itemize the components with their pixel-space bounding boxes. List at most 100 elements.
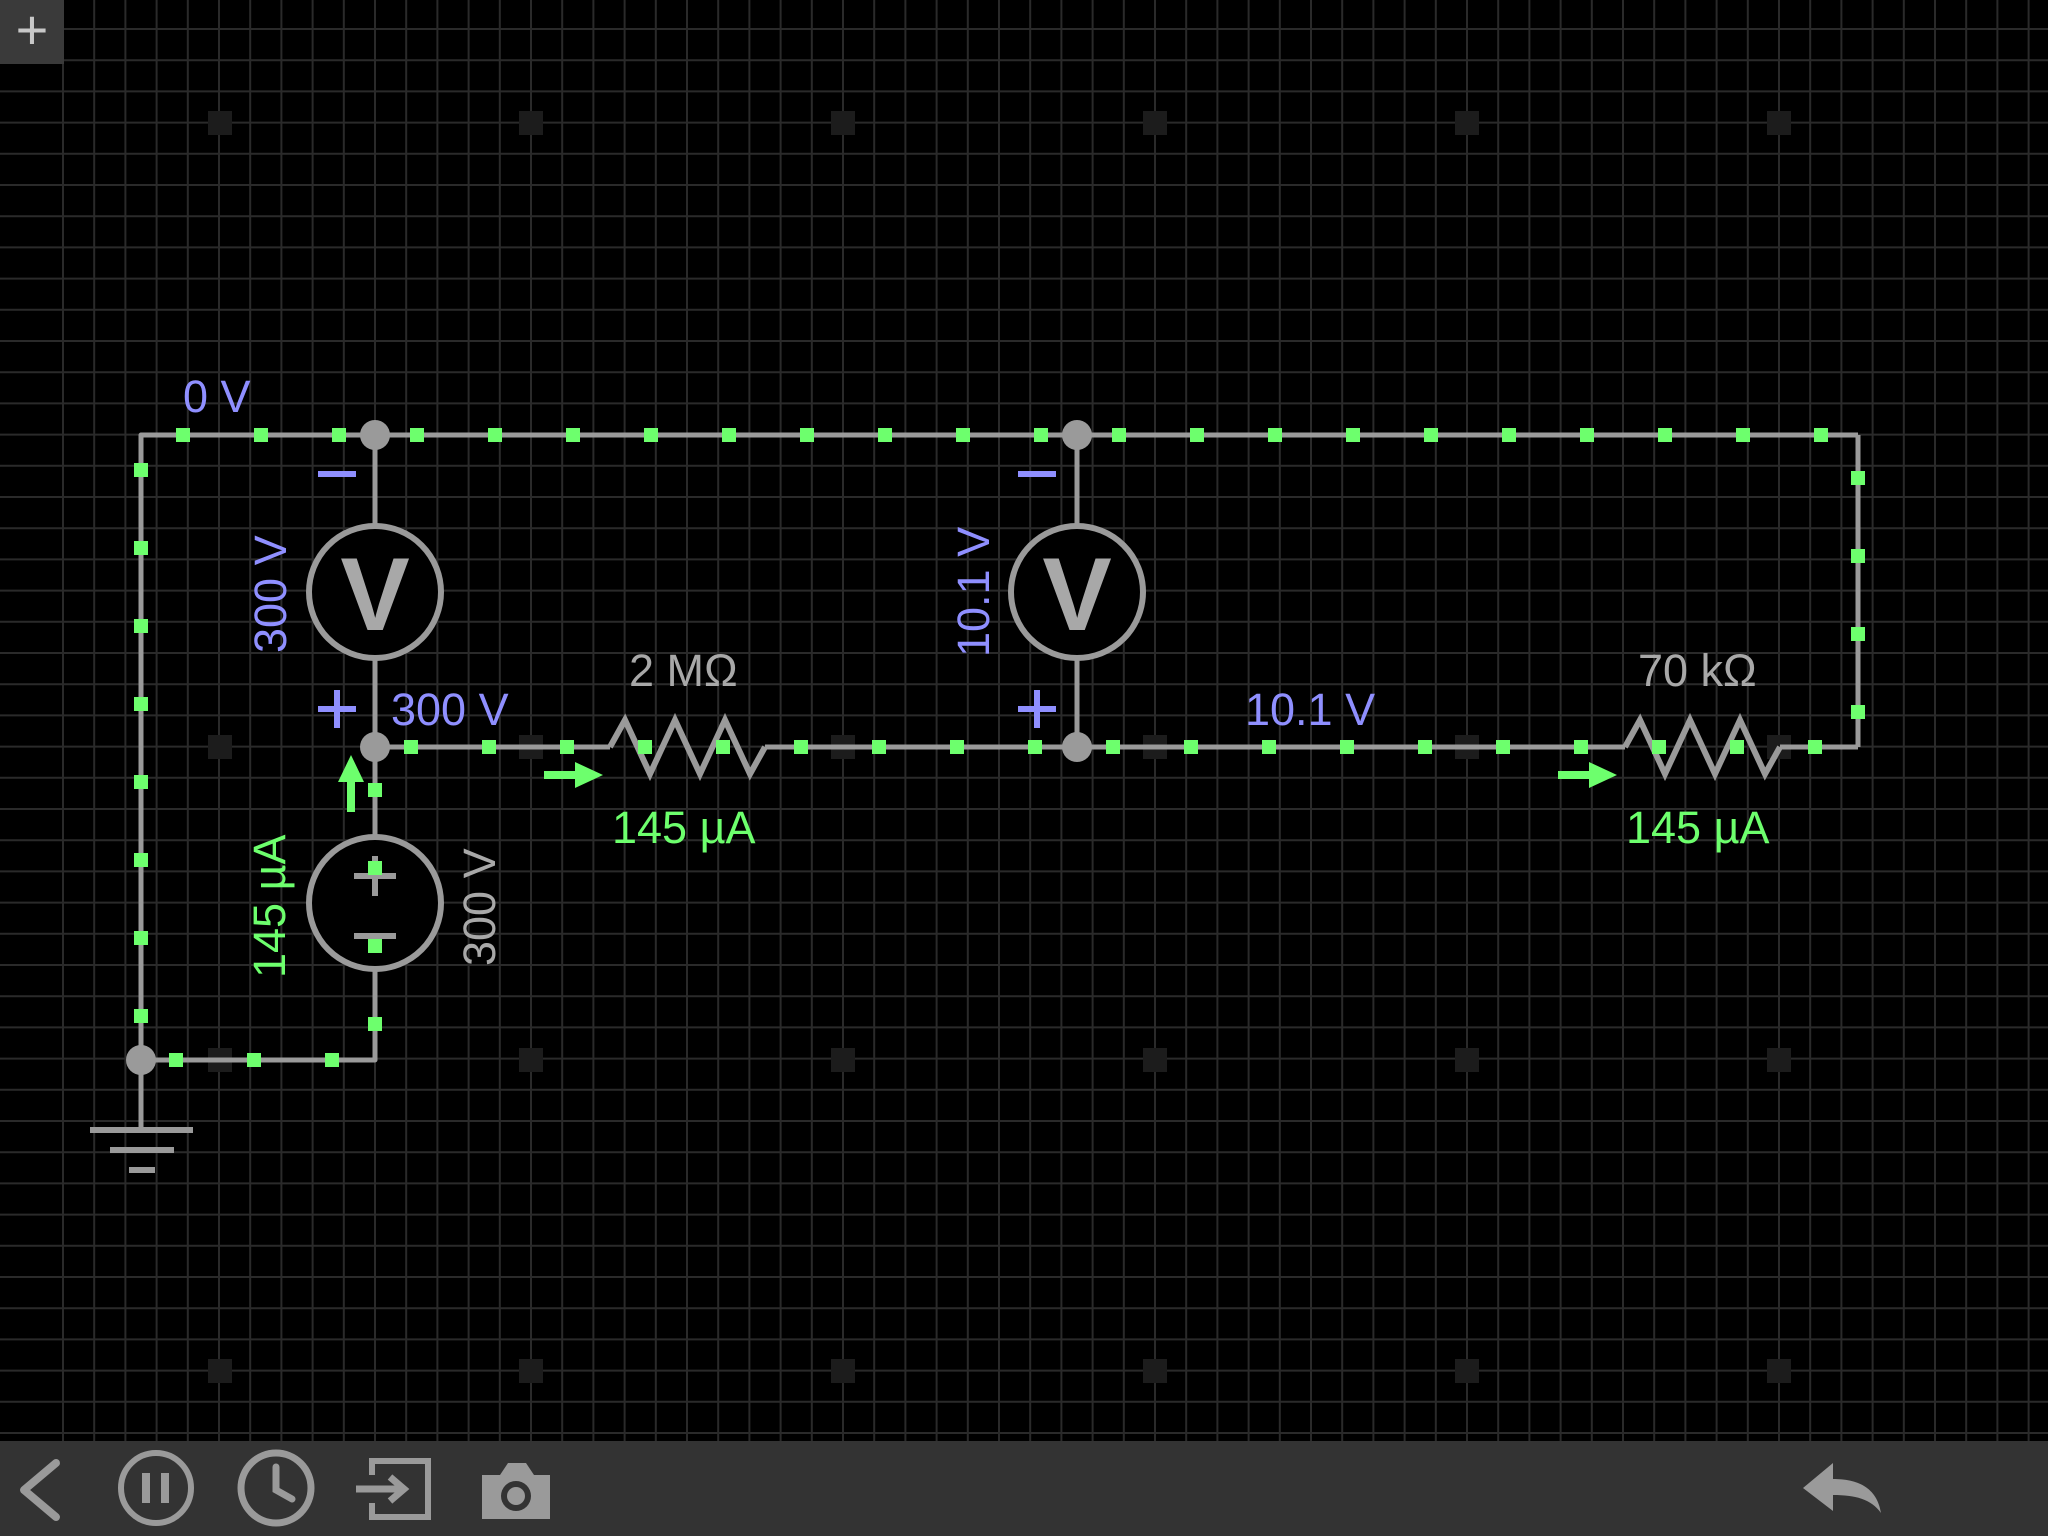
current-dot <box>134 619 148 633</box>
current-dot <box>1424 428 1438 442</box>
voltmeter-1[interactable]: V <box>306 523 444 661</box>
current-dot <box>488 428 502 442</box>
current-dot <box>1184 740 1198 754</box>
current-dot <box>1034 428 1048 442</box>
current-dot <box>325 1053 339 1067</box>
add-component-button[interactable]: + <box>0 0 64 64</box>
pause-icon <box>118 1450 194 1526</box>
grid-anchor <box>1767 1359 1791 1383</box>
dc-voltage-source[interactable] <box>306 834 444 972</box>
node-mid <box>1062 732 1092 762</box>
current-dot <box>368 1017 382 1031</box>
current-dot <box>1658 428 1672 442</box>
current-dot <box>1851 471 1865 485</box>
node-ground <box>126 1045 156 1075</box>
clock-icon <box>237 1449 315 1527</box>
current-dot <box>134 1009 148 1023</box>
current-dot <box>247 1053 261 1067</box>
grid-anchor <box>519 1359 543 1383</box>
export-button[interactable] <box>350 1441 440 1536</box>
current-dot <box>794 740 808 754</box>
current-dot <box>1851 549 1865 563</box>
current-dot <box>1736 428 1750 442</box>
grid-anchor <box>1143 111 1167 135</box>
resistor-r1[interactable] <box>607 712 768 782</box>
polarity-signs <box>318 471 1056 728</box>
grid-anchor <box>1143 1359 1167 1383</box>
current-dot <box>1574 740 1588 754</box>
r2-value-label: 70 kΩ <box>1638 645 1757 696</box>
node-top-1 <box>360 420 390 450</box>
screenshot-button[interactable] <box>470 1441 560 1536</box>
current-dot <box>134 463 148 477</box>
node-top-2 <box>1062 420 1092 450</box>
current-dot <box>1340 740 1354 754</box>
current-dot <box>410 428 424 442</box>
r1-current-label: 145 µA <box>612 802 756 853</box>
grid-anchor <box>831 1048 855 1072</box>
current-dot <box>1814 428 1828 442</box>
grid-anchor <box>831 111 855 135</box>
grid-anchor <box>1455 1359 1479 1383</box>
ground-symbol[interactable] <box>90 1127 193 1173</box>
undo-icon <box>1803 1463 1881 1513</box>
current-dot <box>560 740 574 754</box>
current-dot <box>638 740 652 754</box>
grid-anchor <box>208 1359 232 1383</box>
back-button[interactable] <box>0 1441 90 1536</box>
current-dot <box>1652 740 1666 754</box>
arrow-r2 <box>1558 762 1617 788</box>
current-dot <box>956 428 970 442</box>
r1-value-label: 2 MΩ <box>629 645 738 696</box>
grid-anchor <box>1143 1048 1167 1072</box>
grid-anchor-dots <box>208 111 1791 1383</box>
node-source <box>360 732 390 762</box>
current-dot <box>800 428 814 442</box>
meter1-reading-label: 300 V <box>245 535 296 653</box>
current-dot <box>368 783 382 797</box>
current-dot <box>1580 428 1594 442</box>
simulation-speed-button[interactable] <box>230 1441 320 1536</box>
current-dot <box>1502 428 1516 442</box>
current-flow-dots <box>134 428 1865 1067</box>
current-dot <box>332 428 346 442</box>
back-icon <box>20 1459 60 1521</box>
grid-anchor <box>1455 111 1479 135</box>
arrow-source <box>338 755 364 812</box>
source-voltage-label: 300 V <box>454 848 505 966</box>
current-dot <box>368 939 382 953</box>
grid-anchor <box>831 1359 855 1383</box>
current-dot <box>482 740 496 754</box>
current-dot <box>644 428 658 442</box>
current-dot <box>1496 740 1510 754</box>
voltmeter-1-symbol: V <box>340 537 409 653</box>
undo-button[interactable] <box>1795 1441 1895 1536</box>
current-dot <box>134 853 148 867</box>
grid-anchor <box>1767 111 1791 135</box>
current-dot <box>872 740 886 754</box>
current-dot <box>1190 428 1204 442</box>
current-dot <box>950 740 964 754</box>
source-current-label: 145 µA <box>244 834 295 978</box>
current-dot <box>169 1053 183 1067</box>
bottom-toolbar <box>0 1441 2048 1536</box>
nodes[interactable] <box>126 420 1092 1075</box>
grid-anchor <box>208 111 232 135</box>
r2-current-label: 145 µA <box>1626 802 1770 853</box>
source-node-voltage-label: 300 V <box>391 684 509 735</box>
current-dot <box>368 861 382 875</box>
meter2-reading-label: 10.1 V <box>948 526 999 657</box>
pause-button[interactable] <box>110 1441 200 1536</box>
grid-anchor <box>1455 1048 1479 1072</box>
current-dot <box>1262 740 1276 754</box>
current-dot <box>176 428 190 442</box>
current-dot <box>1730 740 1744 754</box>
current-dot <box>1851 627 1865 641</box>
current-dot <box>1106 740 1120 754</box>
current-dot <box>1028 740 1042 754</box>
current-arrows <box>338 755 1617 812</box>
voltmeter-2[interactable]: V <box>1008 523 1146 661</box>
resistor-r2[interactable] <box>1622 712 1783 782</box>
current-dot <box>566 428 580 442</box>
